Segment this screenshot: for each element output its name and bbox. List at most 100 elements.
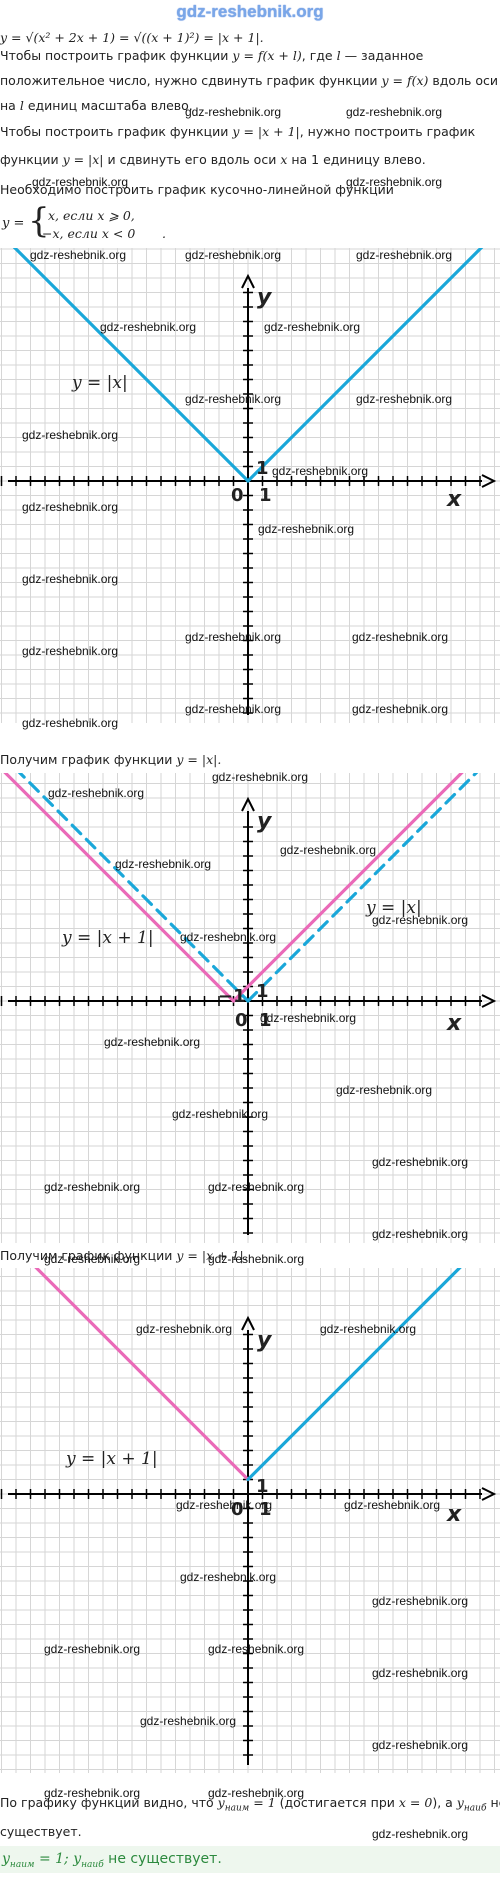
watermark: gdz-reshebnik.org (136, 1322, 233, 1336)
text: , нужно построить график (299, 124, 476, 139)
tick-x-1: 1 (259, 1499, 272, 1520)
math: l (19, 98, 24, 113)
math: y = |x|. (176, 752, 222, 767)
sub: наиб (463, 1803, 487, 1814)
piece-1: x, если x ⩾ 0, (48, 208, 135, 223)
x-axis-arrow (481, 474, 497, 488)
math: y = f(x + l) (232, 48, 302, 63)
text: — заданное (344, 48, 424, 63)
sub: наим (9, 1859, 35, 1870)
math: y = |x| (62, 152, 104, 167)
text: Получим график функции (0, 752, 173, 767)
watermark: gdz-reshebnik.org (185, 630, 282, 644)
watermark: gdz-reshebnik.org (44, 1252, 141, 1266)
text: функции (0, 152, 59, 167)
tick-x-1: 1 (259, 1010, 272, 1031)
x-axis-arrow (481, 1487, 497, 1501)
watermark: gdz-reshebnik.org (172, 1107, 269, 1121)
watermark: gdz-reshebnik.org (44, 1786, 141, 1800)
watermark: gdz-reshebnik.org (372, 1594, 469, 1608)
y: y (456, 1795, 464, 1810)
graph-1-label: y = |x| (72, 373, 128, 393)
text: вдоль оси (432, 73, 499, 88)
brace: { (28, 201, 50, 241)
watermark: gdz-reshebnik.org (185, 392, 282, 406)
origin-label: 0 (231, 1499, 244, 1520)
sub: наим (224, 1803, 250, 1814)
text: и сдвинуть его вдоль оси (107, 152, 277, 167)
site-title[interactable]: gdz-reshebnik.org (176, 2, 324, 21)
watermark: gdz-reshebnik.org (372, 1666, 469, 1680)
text: не (490, 1795, 500, 1810)
graph-2-label-main: y = |x + 1| (62, 928, 154, 948)
tick-x-1: 1 (259, 485, 272, 506)
text: Чтобы построить график функции (0, 48, 229, 63)
watermark: gdz-reshebnik.org (180, 1570, 277, 1584)
text: , где (301, 48, 333, 63)
watermark: gdz-reshebnik.org (272, 464, 369, 478)
watermark: gdz-reshebnik.org (44, 1642, 141, 1656)
tick-y-1: 1 (256, 1476, 269, 1497)
watermark: gdz-reshebnik.org (180, 930, 277, 944)
math: x = 0 (398, 1795, 433, 1810)
watermark: gdz-reshebnik.org (352, 702, 449, 716)
main-line-left (3, 773, 236, 1003)
text: на (0, 98, 16, 113)
watermark: gdz-reshebnik.org (32, 175, 129, 189)
intro-line-2: положительное число, нужно сдвинуть граф… (0, 73, 500, 88)
watermark: gdz-reshebnik.org (22, 428, 119, 442)
watermark: gdz-reshebnik.org (346, 175, 443, 189)
x-axis-label: x (447, 1502, 462, 1527)
watermark: gdz-reshebnik.org (336, 1083, 433, 1097)
watermark: gdz-reshebnik.org (344, 1498, 441, 1512)
x-axis-label: x (447, 1011, 462, 1036)
tick-y-1: 1 (256, 458, 269, 479)
watermark: gdz-reshebnik.org (264, 320, 361, 334)
watermark: gdz-reshebnik.org (356, 248, 453, 262)
graph-line-right (246, 248, 484, 483)
sub: наиб (81, 1859, 104, 1870)
y-axis-arrow (241, 796, 255, 812)
y-axis-arrow (241, 273, 255, 289)
watermark: gdz-reshebnik.org (208, 1252, 305, 1266)
watermark: gdz-reshebnik.org (140, 1714, 237, 1728)
text: Чтобы построить график функции (0, 124, 229, 139)
tick-y-1: 1 (256, 981, 269, 1002)
watermark: gdz-reshebnik.org (44, 1180, 141, 1194)
watermark: gdz-reshebnik.org (212, 770, 309, 784)
y-min: yнаим = 1 (218, 1795, 276, 1814)
math: l (336, 48, 341, 63)
watermark: gdz-reshebnik.org (352, 630, 449, 644)
intro-line-6: Необходимо построить график кусочно-лине… (0, 182, 394, 197)
text: По графику функции видно, что (0, 1795, 214, 1810)
graph-2: y = |x + 1| y = |x| y x 0 1 1 −1 (0, 773, 500, 1243)
watermark: gdz-reshebnik.org (100, 320, 197, 334)
watermark: gdz-reshebnik.org (280, 843, 377, 857)
main-line-right (231, 773, 464, 1003)
text: ), а (432, 1795, 453, 1810)
dashed-line-left (17, 773, 250, 1003)
y-axis-label: y (257, 1328, 272, 1353)
watermark: gdz-reshebnik.org (104, 1035, 201, 1049)
graph-2-label-dashed: y = |x| (366, 898, 422, 918)
y: y (73, 1851, 82, 1867)
y-axis-label: y (257, 285, 272, 310)
dashed-line-right (246, 773, 479, 1003)
watermark: gdz-reshebnik.org (22, 716, 119, 730)
intro-line-5: функции y = |x| и сдвинуть его вдоль оси… (0, 152, 426, 167)
graph-1-svg (0, 248, 500, 723)
origin-label: 0 (231, 485, 244, 506)
graph-3-svg (0, 1268, 500, 1773)
y-axis-label: y (257, 809, 272, 834)
text: (достигается при (279, 1795, 395, 1810)
watermark: gdz-reshebnik.org (208, 1180, 305, 1194)
watermark: gdz-reshebnik.org (372, 913, 469, 927)
watermark: gdz-reshebnik.org (372, 1227, 469, 1241)
text: положительное число, нужно сдвинуть граф… (0, 73, 378, 88)
intro-line-1: Чтобы построить график функции y = f(x +… (0, 48, 423, 63)
watermark: gdz-reshebnik.org (30, 248, 127, 262)
val: = 1 (253, 1795, 276, 1810)
watermark: gdz-reshebnik.org (372, 1155, 469, 1169)
text: единиц масштаба влево. (27, 98, 193, 113)
math: y = |x + 1|. (176, 1248, 248, 1263)
